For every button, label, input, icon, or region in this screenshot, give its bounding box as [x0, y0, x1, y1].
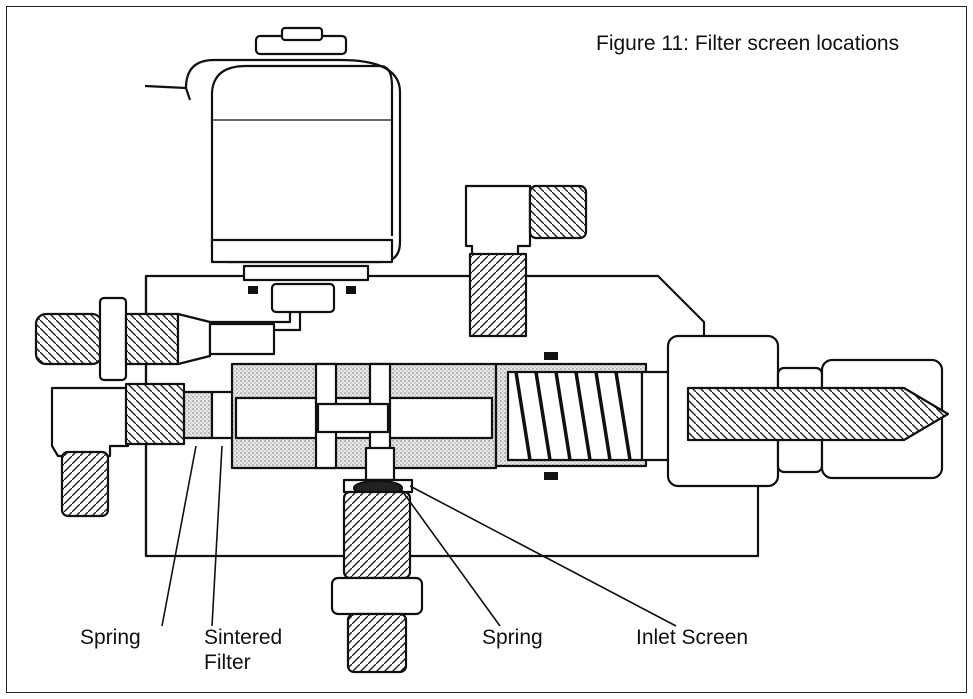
leader-spring-center — [399, 487, 501, 627]
label-spring-center: Spring — [482, 626, 543, 649]
leader-inlet-screen — [409, 485, 677, 627]
right-adjuster — [666, 334, 950, 488]
upper-left-fitting — [34, 296, 276, 382]
label-sintered-filter-line2: Filter — [204, 651, 251, 674]
leader-spring-left — [161, 445, 197, 627]
bottom-inlet-fitting — [330, 446, 424, 674]
o-ring-marks — [248, 286, 558, 480]
spring-chamber — [494, 362, 694, 468]
upper-right-elbow — [464, 184, 588, 338]
central-bore — [230, 362, 498, 470]
label-sintered-filter-line1: Sintered — [204, 626, 283, 649]
label-spring-left: Spring — [80, 626, 141, 649]
solenoid-coil — [144, 26, 402, 264]
figure-caption: Figure 11: Filter screen locations — [596, 32, 900, 55]
leader-sintered-filter — [211, 445, 223, 627]
lower-left-elbow — [50, 382, 236, 518]
leader-lines — [161, 445, 677, 627]
label-inlet-screen: Inlet Screen — [636, 626, 749, 649]
